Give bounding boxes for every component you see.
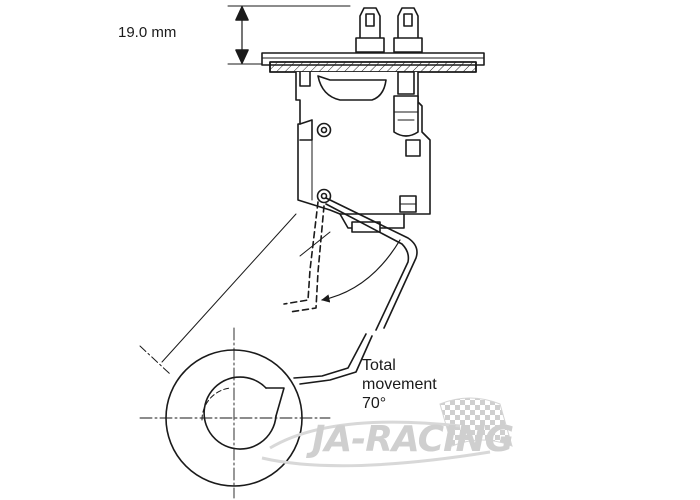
arm-alternate-position <box>283 201 325 313</box>
watermark-text: JA-RACING <box>312 419 514 460</box>
movement-label-line3: 70° <box>362 395 387 412</box>
terminal-right <box>393 7 423 53</box>
checkered-flag-icon <box>439 397 513 447</box>
movement-arc-arrow <box>321 239 401 303</box>
resistor-barrel <box>393 71 419 137</box>
float-arm <box>293 197 418 385</box>
mounting-flange <box>261 52 485 73</box>
screw-upper <box>316 122 332 138</box>
float-extension-lines <box>139 213 331 375</box>
terminal-left <box>355 7 385 53</box>
float-center-lines <box>139 327 331 499</box>
screw-pivot <box>316 188 332 204</box>
watermark-logo <box>261 397 513 468</box>
dimension-marker <box>227 5 351 65</box>
dimension-label: 19.0 mm <box>118 24 177 41</box>
movement-label-line1: Total <box>362 357 396 374</box>
movement-label-line2: movement <box>362 376 437 393</box>
